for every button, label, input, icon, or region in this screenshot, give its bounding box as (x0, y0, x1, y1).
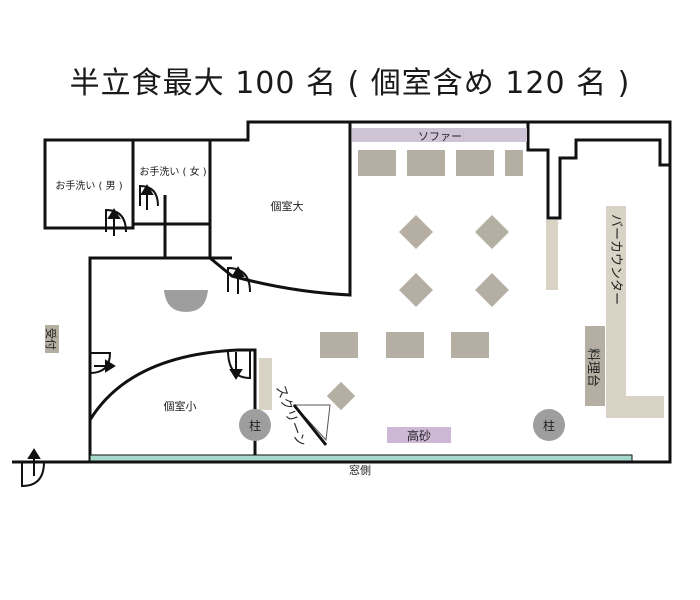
round-table-semicircle (164, 290, 208, 312)
pillar-left-label: 柱 (249, 418, 261, 433)
sofa-table (358, 150, 396, 176)
door-entrance (21, 461, 45, 488)
kitchen-counter (585, 326, 605, 406)
reception-desk (45, 325, 59, 353)
sofa-table (505, 150, 523, 176)
door-restroom-women (139, 184, 159, 207)
window-strip (89, 454, 633, 462)
table (451, 332, 489, 358)
diamond-table (475, 273, 509, 307)
sofa-label: ソファー (418, 130, 462, 143)
restroom-women-label: お手洗い ( 女 ) (139, 165, 206, 178)
bar-counter-label: バーカウンター (608, 214, 623, 305)
corridor-wall (163, 195, 212, 260)
door-restroom-men (105, 208, 127, 233)
diamond-table (399, 273, 433, 307)
sofa-table (407, 150, 445, 176)
pillar-right (533, 409, 565, 441)
stage-platform (387, 427, 451, 443)
screen-line (292, 404, 328, 446)
sofa-bar (352, 128, 527, 142)
sofa-table (456, 150, 494, 176)
divider-panel (546, 220, 558, 290)
table (386, 332, 424, 358)
private-room-small-label: 個室小 (164, 399, 197, 413)
bar-counter-bottom (606, 396, 664, 418)
page-title: 半立食最大 100 名 ( 個室含め 120 名 ) (69, 66, 631, 101)
screen-panel (259, 358, 272, 410)
pillar-left (239, 409, 271, 441)
diamond-table (475, 215, 509, 249)
restroom-men-label: お手洗い ( 男 ) (55, 179, 122, 192)
kitchen-label: 料理台 (585, 348, 600, 387)
table (320, 332, 358, 358)
private-room-small-wall (88, 348, 257, 462)
diamond-table (326, 381, 356, 411)
screen-projection (292, 404, 331, 442)
main-left-wall (88, 256, 632, 464)
restroom-women-room (131, 138, 212, 226)
diamond-table (399, 215, 433, 249)
reception-label: 受付 (44, 328, 57, 350)
pillar-right-label: 柱 (543, 418, 555, 433)
door-private-room-large (227, 266, 251, 293)
outer-wall-right (632, 165, 672, 464)
bar-counter-vertical (606, 206, 626, 418)
stage-label: 高砂 (407, 428, 431, 443)
window-side-label: 窓側 (349, 463, 371, 477)
private-room-large-label: 個室大 (271, 199, 304, 213)
